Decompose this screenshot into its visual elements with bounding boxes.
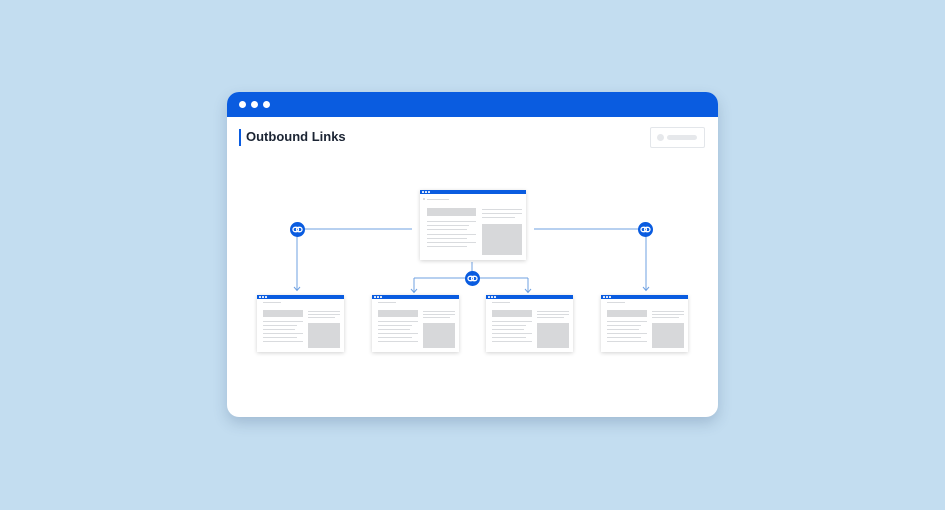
arrowhead [293, 286, 301, 292]
chain-link-icon[interactable] [465, 271, 480, 286]
heading-accent-bar [239, 129, 241, 146]
link-connectors [293, 228, 650, 294]
arrowhead [642, 286, 650, 292]
chain-link-icon[interactable] [638, 222, 653, 237]
chain-link-icon[interactable] [290, 222, 305, 237]
page-title-bar [601, 295, 688, 299]
browser-window: Outbound Links [227, 92, 718, 417]
window-dot-icon[interactable] [251, 101, 258, 108]
linked-page-2[interactable] [372, 295, 459, 352]
button-label-placeholder [667, 135, 697, 140]
linked-page-3[interactable] [486, 295, 573, 352]
window-dot-icon[interactable] [263, 101, 270, 108]
source-page-thumbnail[interactable] [420, 190, 526, 260]
page-title-bar [372, 295, 459, 299]
linked-page-1[interactable] [257, 295, 344, 352]
window-dot-icon[interactable] [239, 101, 246, 108]
page-title-bar [486, 295, 573, 299]
action-button[interactable] [650, 127, 705, 148]
window-title-bar [227, 92, 718, 117]
placeholder-button-icon [657, 134, 664, 141]
page-title-bar [420, 190, 526, 194]
page-title-bar [257, 295, 344, 299]
arrowhead [410, 288, 418, 294]
linked-page-4[interactable] [601, 295, 688, 352]
page-title: Outbound Links [246, 129, 346, 144]
arrowhead [524, 288, 532, 294]
